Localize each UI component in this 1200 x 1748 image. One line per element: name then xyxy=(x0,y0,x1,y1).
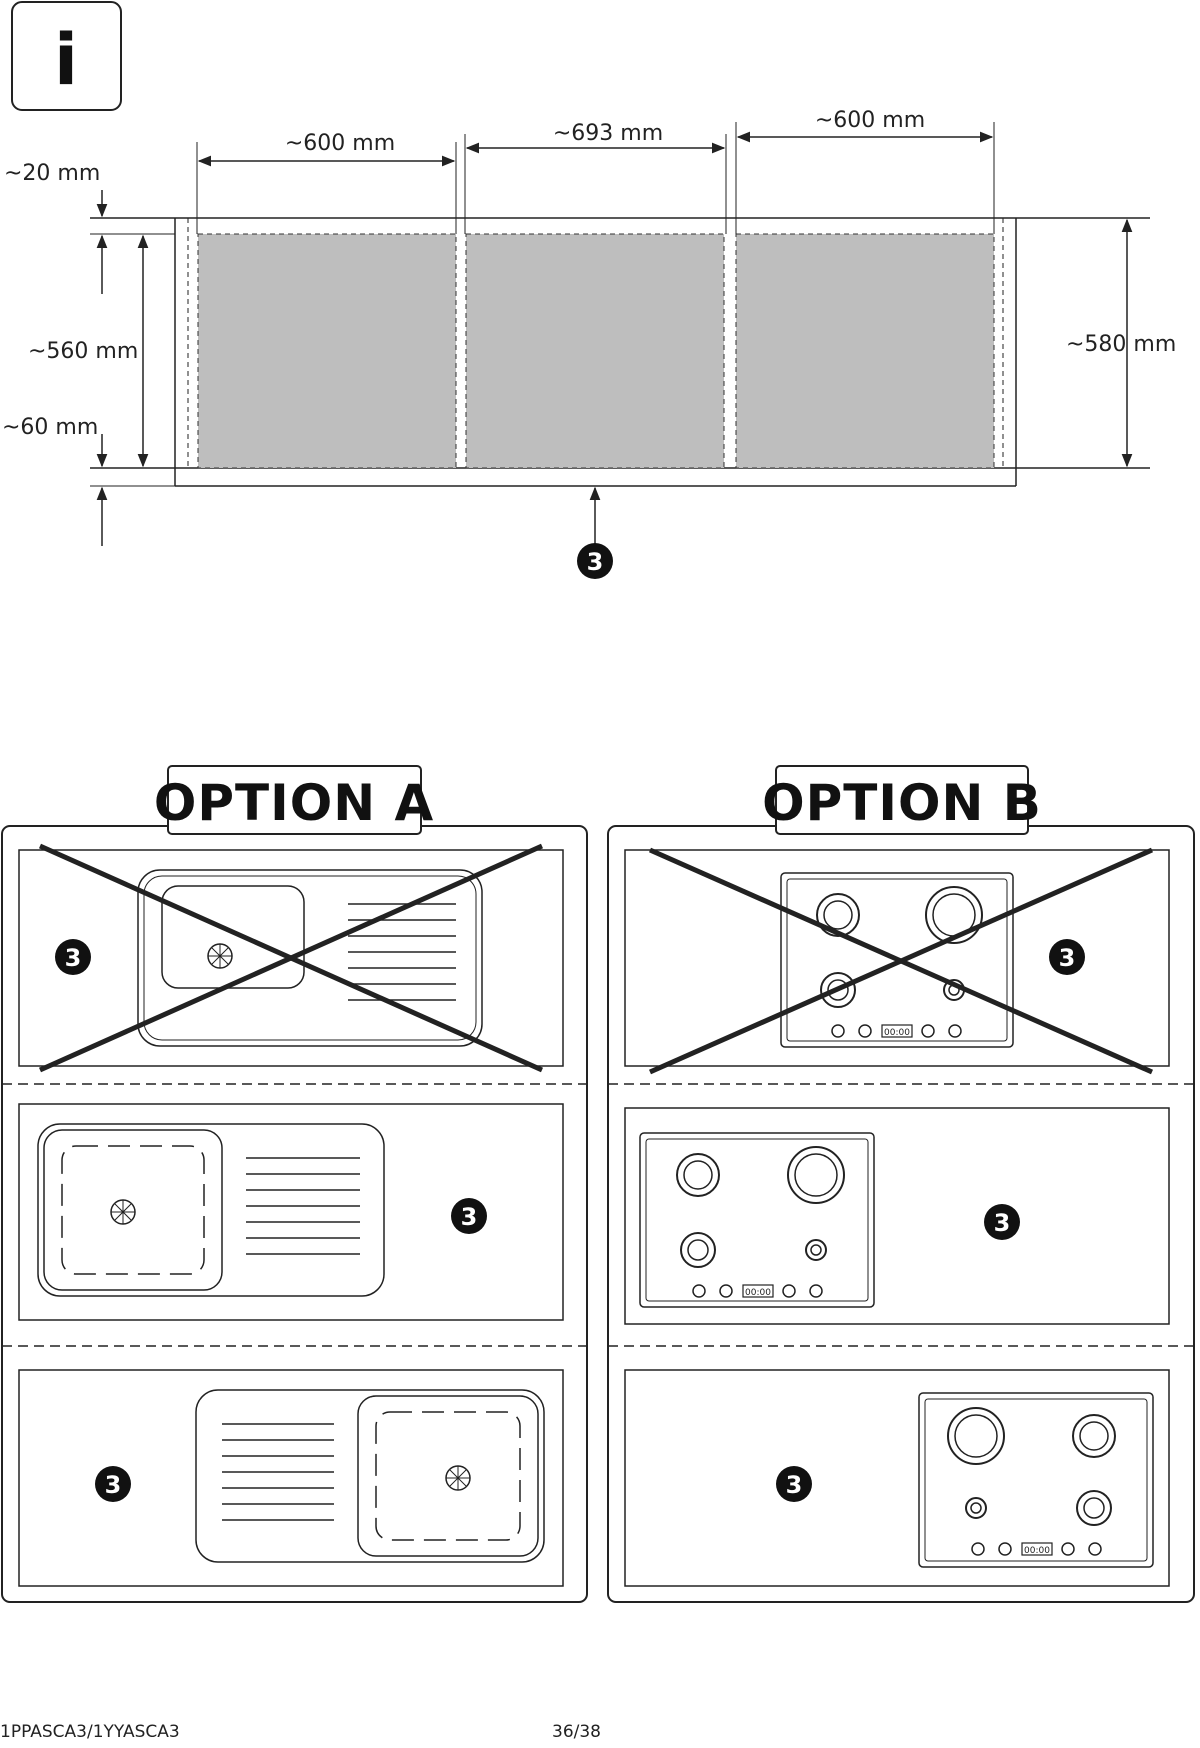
svg-text:3: 3 xyxy=(587,548,604,576)
svg-text:3: 3 xyxy=(1059,944,1076,972)
dim-depth-total: ~580 mm xyxy=(1066,332,1176,357)
option-b-layout-3: 00:00 3 xyxy=(624,1369,1170,1587)
option-a-layout-2: 3 xyxy=(18,1103,564,1321)
cross-out-icon xyxy=(648,847,1154,1075)
hob-icon: 00:00 xyxy=(918,1392,1154,1568)
callout-3-badge: 3 xyxy=(984,1204,1020,1240)
option-b-title: OPTION B xyxy=(762,774,1042,832)
option-b-layout-1: 00:00 3 xyxy=(624,847,1170,1075)
svg-text:00:00: 00:00 xyxy=(745,1288,771,1298)
svg-text:3: 3 xyxy=(65,944,82,972)
option-a-title: OPTION A xyxy=(154,774,434,832)
dim-depth-inner: ~560 mm xyxy=(28,339,138,364)
cabinet-middle xyxy=(465,233,725,469)
svg-text:00:00: 00:00 xyxy=(884,1028,910,1038)
svg-text:00:00: 00:00 xyxy=(1024,1546,1050,1556)
option-b-layout-2: 00:00 3 xyxy=(624,1107,1170,1325)
option-a-panel: OPTION A xyxy=(1,765,588,1603)
svg-text:3: 3 xyxy=(105,1471,122,1499)
footer-page-number: 36/38 xyxy=(552,1722,601,1742)
dim-width-left: ~600 mm xyxy=(285,131,395,156)
svg-text:3: 3 xyxy=(461,1203,478,1231)
option-a-layout-3: 3 xyxy=(18,1369,564,1587)
callout-3-badge: 3 xyxy=(776,1466,812,1502)
cross-out-icon xyxy=(38,843,544,1073)
footer-model-number: 1PPASCA3/1YYASCA3 xyxy=(0,1722,180,1742)
callout-3-badge: 3 xyxy=(451,1198,487,1234)
callout-3-badge: 3 xyxy=(577,543,613,579)
option-a-layout-1: 3 xyxy=(18,843,564,1073)
option-b-panel: OPTION B 00:00 xyxy=(607,765,1195,1603)
sink-icon xyxy=(137,869,483,1047)
dim-bottom-gap: ~60 mm xyxy=(2,415,98,440)
cabinet-dimension-drawing: ~600 mm ~693 mm ~600 mm ~20 mm ~560 mm ~… xyxy=(2,108,1176,579)
callout-3-badge: 3 xyxy=(95,1466,131,1502)
dim-width-middle: ~693 mm xyxy=(553,121,663,146)
svg-text:3: 3 xyxy=(786,1471,803,1499)
sink-icon xyxy=(37,1123,385,1297)
sink-icon xyxy=(195,1389,545,1563)
info-icon: i xyxy=(11,1,122,111)
svg-text:3: 3 xyxy=(994,1209,1011,1237)
svg-text:i: i xyxy=(54,19,78,101)
dim-width-right: ~600 mm xyxy=(815,108,925,133)
cabinet-left xyxy=(197,233,457,469)
callout-3-badge: 3 xyxy=(1049,939,1085,975)
cabinet-right xyxy=(735,233,995,469)
dim-top-gap: ~20 mm xyxy=(4,161,100,186)
hob-icon: 00:00 xyxy=(639,1132,875,1308)
callout-3-badge: 3 xyxy=(55,939,91,975)
